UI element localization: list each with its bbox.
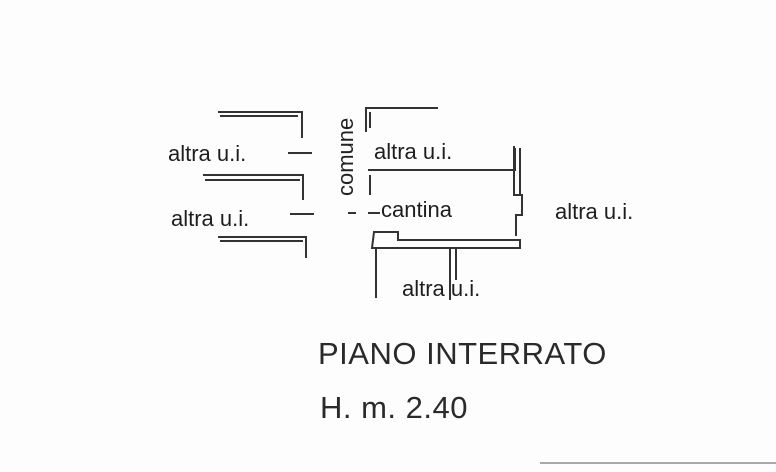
cellar-walls <box>348 107 523 300</box>
label-other-unit: altra u.i. <box>555 199 634 224</box>
plan-title: PIANO INTERRATO <box>318 336 607 371</box>
label-common: comune <box>333 117 358 196</box>
label-other-unit: altra u.i. <box>374 139 453 164</box>
left-walls <box>203 111 314 258</box>
plan-height: H. m. 2.40 <box>320 390 468 425</box>
label-other-unit: altra u.i. <box>171 206 250 231</box>
label-cellar: cantina <box>381 197 452 222</box>
label-other-unit: altra u.i. <box>402 276 481 301</box>
label-other-unit: altra u.i. <box>168 141 247 166</box>
